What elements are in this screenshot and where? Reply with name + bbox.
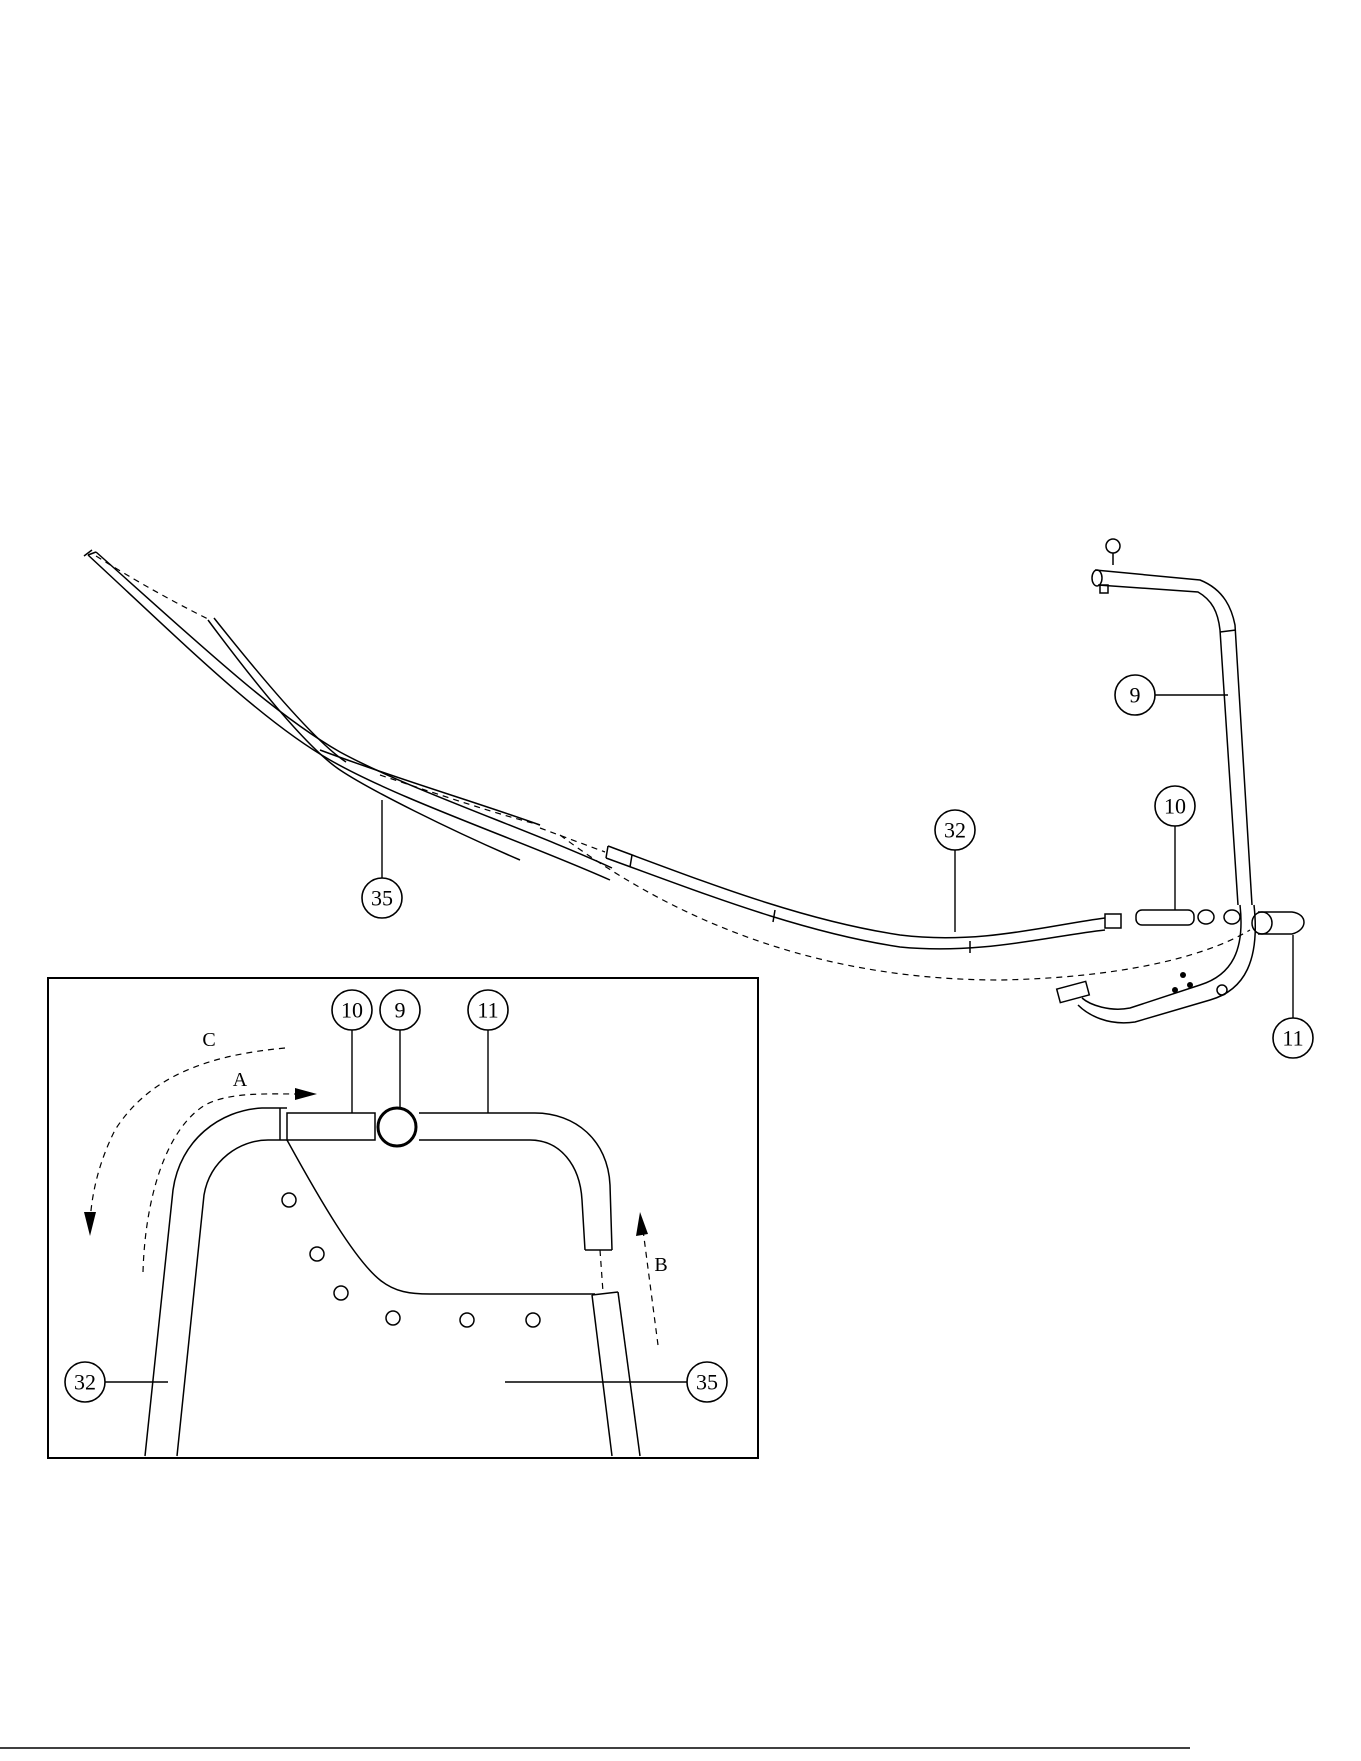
callout-35-main: 35 [362,800,402,918]
part-10-connector [1136,910,1240,925]
svg-text:9: 9 [1130,683,1141,708]
callout-11-main: 11 [1273,935,1313,1058]
inset-part-35 [282,1140,640,1456]
callout-32-main: 32 [935,810,975,932]
svg-text:11: 11 [1282,1026,1303,1051]
svg-text:9: 9 [395,998,406,1023]
part-9-upright [1092,539,1252,905]
callout-35-inset: 35 [505,1362,727,1402]
svg-text:32: 32 [74,1370,96,1395]
svg-text:35: 35 [696,1370,718,1395]
svg-text:C: C [202,1029,215,1051]
svg-text:11: 11 [477,998,498,1023]
inset-part-9 [378,1108,416,1146]
arrow-b: B [636,1212,668,1345]
callout-10-inset: 10 [332,990,372,1113]
inset-frame [48,978,758,1458]
svg-text:B: B [654,1254,667,1276]
svg-text:32: 32 [944,818,966,843]
part-11-bracket [1057,905,1304,1023]
arrow-c: C [84,1029,285,1236]
part-35-frame [84,550,612,880]
arrow-a: A [143,1069,317,1272]
detail-inset: C A B 10 9 11 [48,978,758,1458]
inset-part-32 [145,1108,287,1456]
main-exploded-view: 35 32 10 9 11 [84,539,1313,1058]
callout-11-inset: 11 [468,990,508,1113]
callout-9-inset: 9 [380,990,420,1108]
svg-text:10: 10 [341,998,363,1023]
inset-part-10 [287,1113,375,1140]
part-32-tube [606,846,1121,953]
svg-text:10: 10 [1164,794,1186,819]
guide-dashed-curve [560,835,1250,980]
inset-part-11 [419,1113,612,1250]
callout-10-main: 10 [1155,786,1195,910]
guide-dashed-line [540,828,605,852]
callout-32-inset: 32 [65,1362,168,1402]
svg-text:35: 35 [371,886,393,911]
callout-9-main: 9 [1115,675,1228,715]
svg-text:A: A [233,1069,248,1091]
